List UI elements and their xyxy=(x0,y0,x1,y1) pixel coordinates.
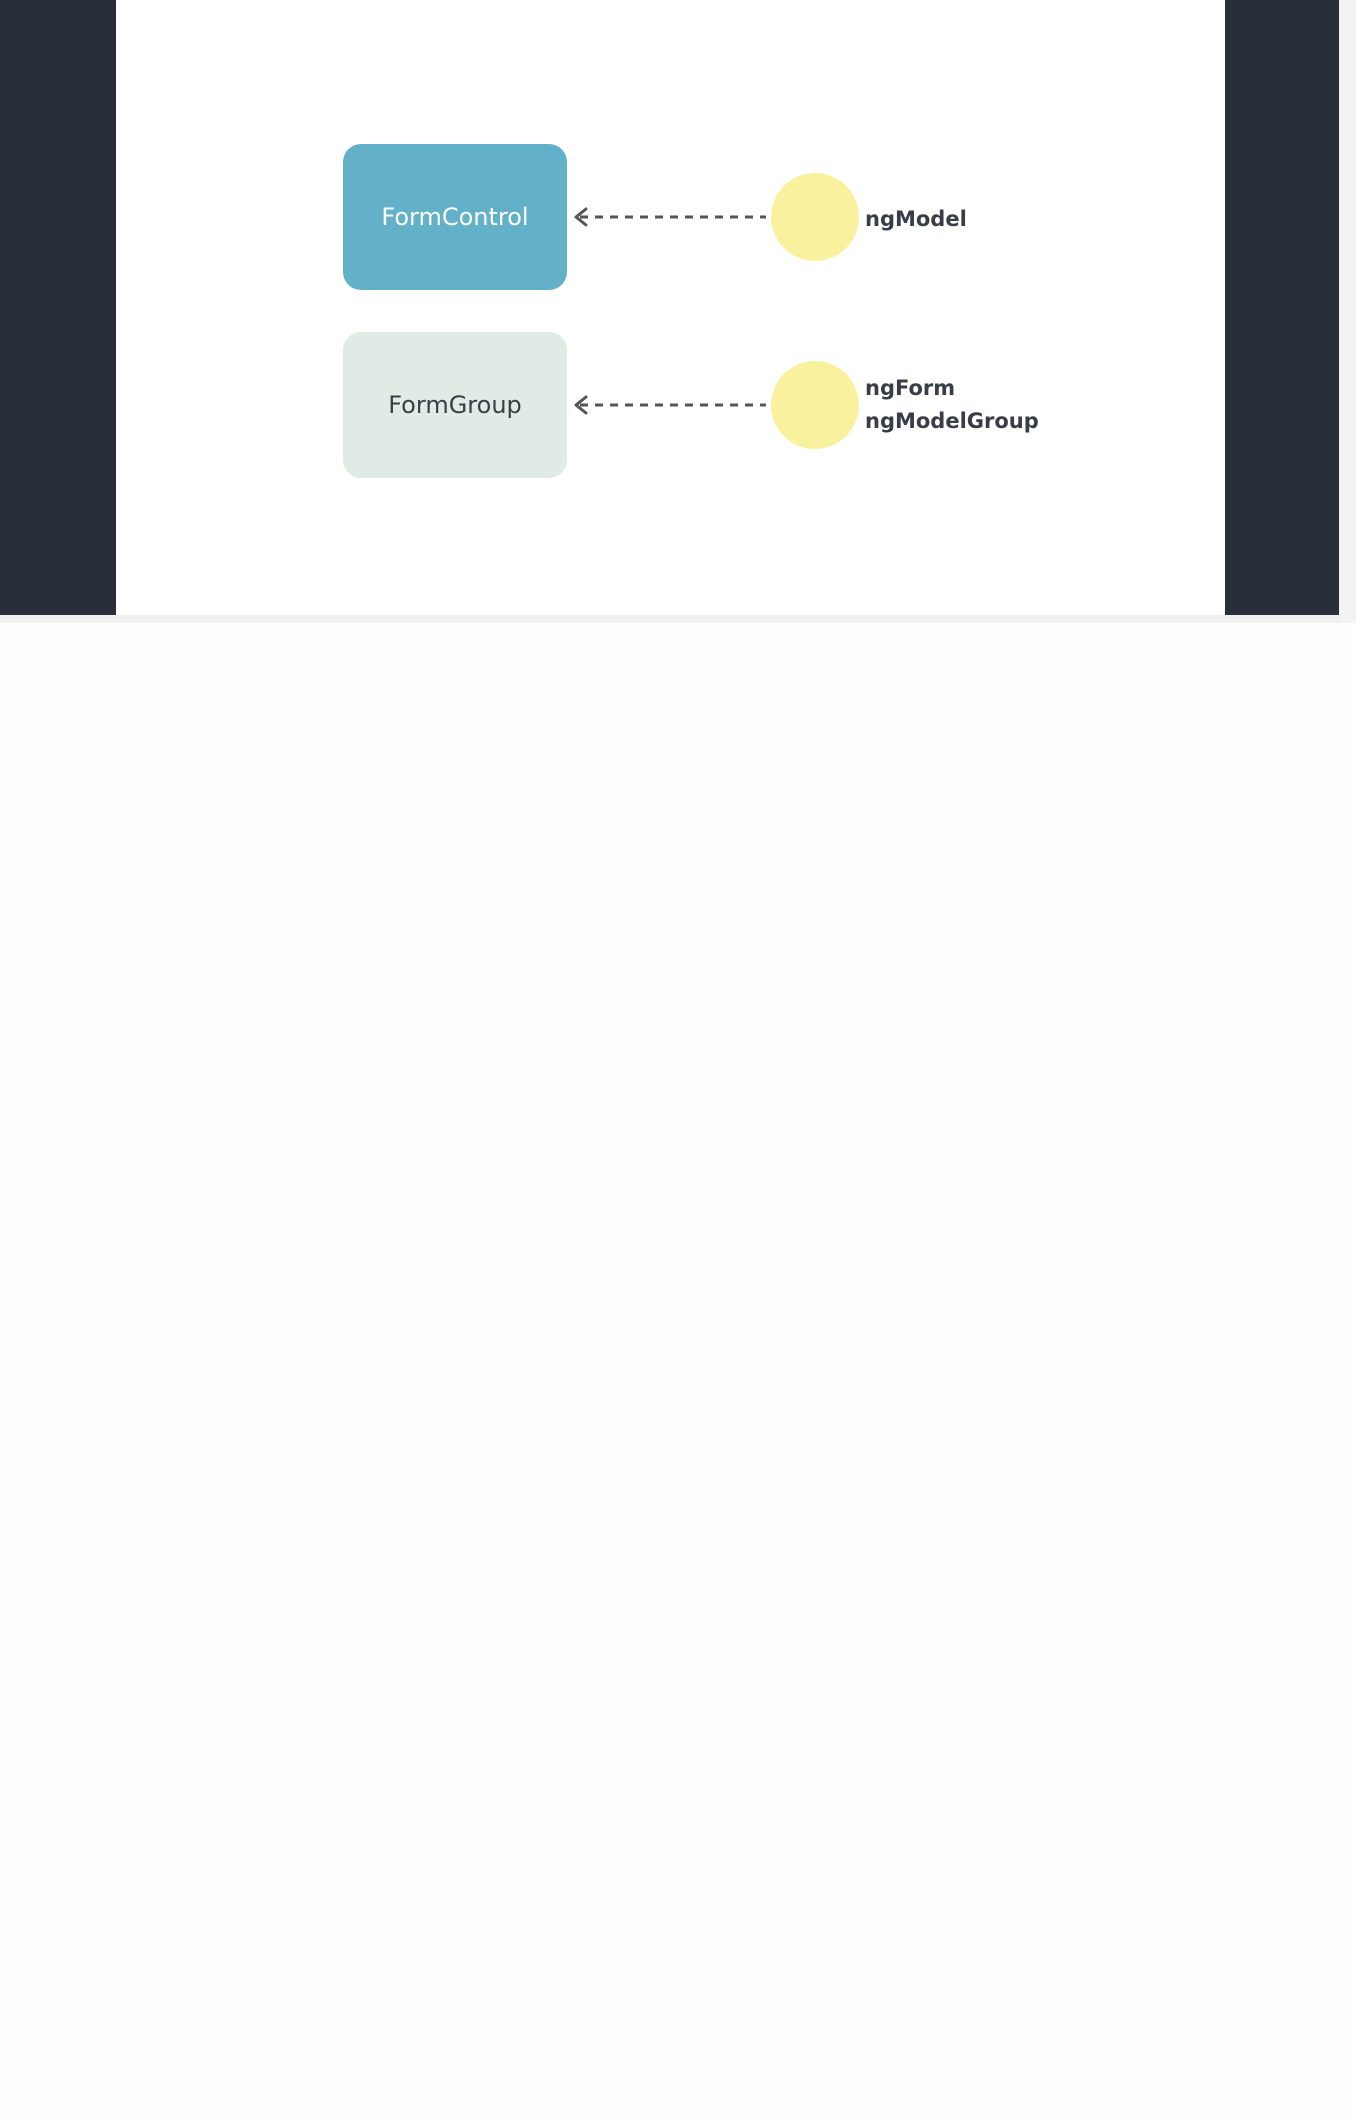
ngmodelgroup-label: ngModelGroup xyxy=(865,409,1039,433)
scrollbar-track[interactable] xyxy=(1339,0,1356,623)
ngmodel-label: ngModel xyxy=(865,207,967,231)
ngform-circle xyxy=(771,361,859,449)
ngmodel-circle xyxy=(771,173,859,261)
formcontrol-box: FormControl xyxy=(343,144,567,290)
formcontrol-box-label: FormControl xyxy=(381,203,529,231)
stage-bottom-border xyxy=(0,615,1339,623)
arrow-ngmodel-to-formcontrol xyxy=(574,207,766,227)
arrow-ngform-to-formgroup xyxy=(574,395,766,415)
slide-stage xyxy=(0,0,1339,615)
formgroup-box-label: FormGroup xyxy=(388,391,522,419)
slide xyxy=(116,0,1225,615)
ngform-label: ngForm xyxy=(865,376,956,400)
formgroup-box: FormGroup xyxy=(343,332,567,478)
